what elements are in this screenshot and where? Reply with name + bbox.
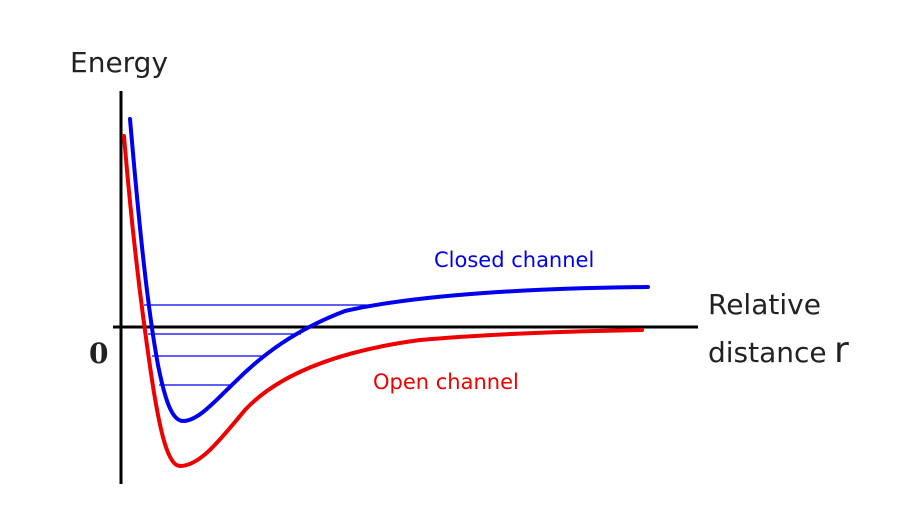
closed-channel-label: Closed channel [434, 248, 594, 272]
x-axis-label-line2: distance [708, 336, 827, 369]
x-axis-variable: r [834, 330, 849, 371]
closed-channel-curve [128, 117, 650, 424]
zero-label: 0 [89, 337, 108, 370]
open-channel-label: Open channel [373, 370, 519, 394]
x-axis-label-line1: Relative [708, 288, 821, 321]
bound-state-lines [144, 304, 382, 386]
y-axis-label: Energy [70, 46, 168, 79]
open-channel-curve [122, 134, 644, 469]
